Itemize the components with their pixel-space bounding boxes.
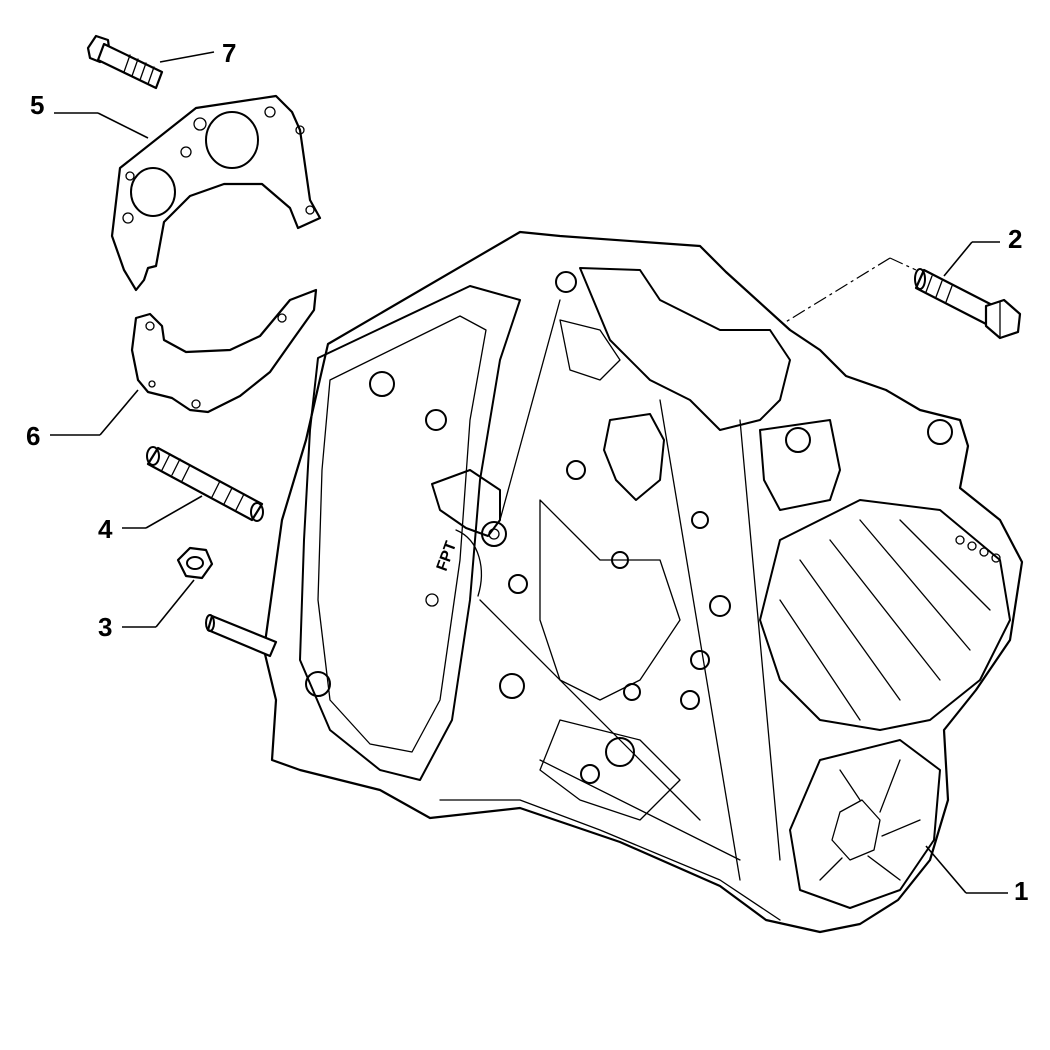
part-4-stud <box>122 446 264 529</box>
callout-1: 1 <box>1014 876 1028 906</box>
callout-7: 7 <box>222 38 236 68</box>
part-7-bolt <box>86 34 215 90</box>
part-1-gearbox: FPT <box>205 230 1024 934</box>
callout-3: 3 <box>98 612 112 642</box>
callout-4: 4 <box>98 514 113 544</box>
part-6-plate <box>50 288 318 436</box>
part-5-plate <box>54 94 322 292</box>
callout-5: 5 <box>30 90 44 120</box>
callout-2: 2 <box>1008 224 1022 254</box>
part-3-nut <box>122 546 214 628</box>
part-2-bolt <box>739 241 1022 351</box>
callout-6: 6 <box>26 421 40 451</box>
